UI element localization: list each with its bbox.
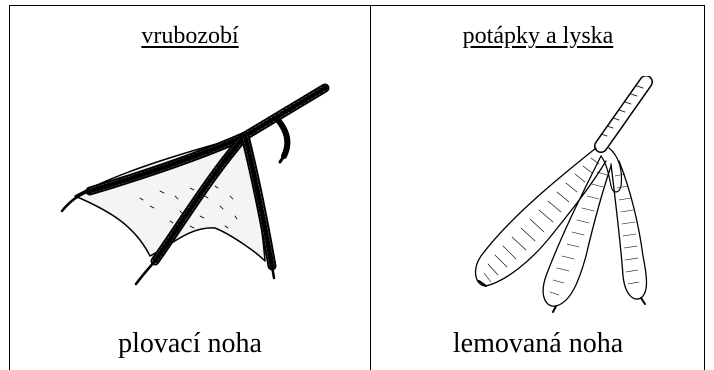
column-heading-webbed: vrubozobí — [10, 23, 370, 50]
lobed-foot-icon — [451, 76, 661, 316]
column-caption-lobed: lemovaná noha — [371, 328, 705, 360]
column-heading-lobed: potápky a lyska — [371, 23, 705, 50]
column-lobed: potápky a lyska — [371, 6, 705, 370]
bird-feet-table: vrubozobí — [9, 5, 705, 370]
column-caption-webbed: plovací noha — [10, 328, 370, 360]
column-webbed: vrubozobí — [10, 6, 370, 370]
webbed-foot-icon — [40, 76, 340, 296]
